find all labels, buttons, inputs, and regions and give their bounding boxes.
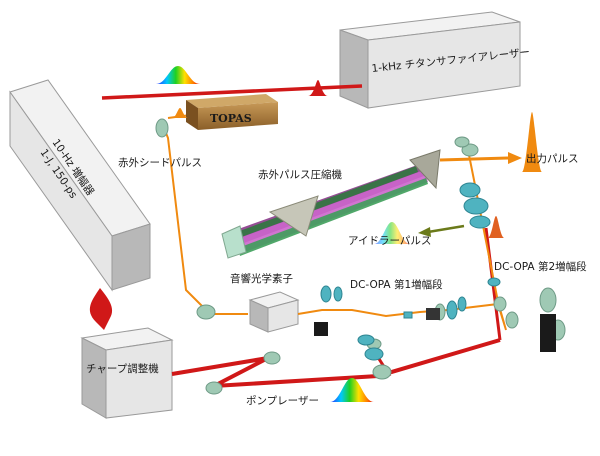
rainbow-spectrum-icon: [330, 378, 374, 402]
ti-sapphire-laser-box: 1-kHz チタンサファイアレーザー: [339, 11, 531, 109]
mirror-icon: [263, 351, 281, 365]
compressor-prism-end: [221, 225, 247, 259]
spectra: [156, 66, 410, 402]
crystal-icon: [364, 347, 384, 361]
topas-label: TOPAS: [210, 112, 252, 125]
output-arrow-head: [508, 152, 522, 164]
crystal-icon: [357, 334, 375, 346]
dc-opa-stage1-label: DC-OPA 第1増幅段: [350, 278, 443, 291]
mirror-icon: [454, 136, 470, 148]
mirror-icon: [505, 311, 519, 329]
ir-pulse-compressor: [221, 149, 441, 259]
chirp-adjuster-label: チャープ調整機: [86, 362, 159, 375]
crystal-icon: [403, 311, 413, 319]
laser-box-face: [367, 21, 521, 109]
compressor-prism-left: [268, 195, 319, 237]
mirrors: [155, 118, 566, 395]
output-pulse-label: 出力パルス: [526, 152, 579, 165]
amp-box-side: [111, 223, 151, 291]
laser-box-front: [339, 29, 369, 109]
crystal-icon: [459, 182, 481, 198]
chirp-box-face: [105, 339, 173, 419]
mirror-icon: [196, 304, 216, 320]
output-beam: [439, 156, 509, 162]
mirror-icon: [372, 364, 392, 380]
rainbow-spectrum-icon: [374, 222, 410, 244]
amp-to-chirp-arrow: [89, 288, 113, 330]
aom-label: 音響光学素子: [230, 272, 293, 285]
crystal-icon: [469, 215, 491, 229]
crystal-icon: [333, 286, 343, 302]
crystal-icon: [446, 300, 458, 320]
aom-box: [248, 291, 300, 333]
idler-arrow-head: [418, 227, 431, 237]
pulse-icon: [172, 108, 188, 118]
ir-pulse-compressor-label: 赤外パルス圧縮機: [258, 168, 342, 181]
compressor-prism-right: [409, 149, 441, 190]
mirror-icon: [155, 118, 169, 138]
pump-laser-label: ポンプレーザー: [246, 395, 319, 407]
chirp-adjuster-box: チャープ調整機: [80, 327, 174, 419]
mirror-icon: [539, 287, 557, 313]
mirror-icon: [461, 143, 479, 157]
crystal-icon: [457, 296, 467, 312]
mirror-icon: [493, 296, 507, 312]
pulse-glyphs: [172, 80, 542, 238]
crystal-icon: [540, 314, 556, 352]
crystal-icon: [320, 285, 332, 303]
idler-beam: [427, 224, 465, 234]
crystal-icon: [314, 322, 328, 336]
crystal-icon: [487, 277, 501, 287]
ir-seed-pulse-label: 赤外シードパルス: [118, 157, 202, 169]
mirror-icon: [205, 381, 223, 395]
chirp-box-front: [81, 337, 107, 419]
seed-beam: [163, 127, 507, 331]
pump-beam-chirp-out: [171, 338, 501, 388]
crystal-icon: [426, 308, 440, 320]
crystals: [314, 182, 556, 361]
topas-unit: TOPAS: [186, 94, 278, 130]
rainbow-spectrum-icon: [156, 66, 200, 84]
pulse-icon: [522, 112, 542, 172]
amplifier-box: 10-Hz 増幅器 1-J, 150-ps: [9, 79, 151, 292]
dc-opa-stage2-label: DC-OPA 第2増幅段: [494, 260, 587, 273]
pulse-icon: [308, 80, 328, 96]
idler-pulse-label: アイドラーパルス: [348, 235, 431, 247]
pulse-icon: [488, 216, 504, 238]
aom-box-face: [267, 299, 299, 333]
crystal-icon: [463, 197, 489, 215]
